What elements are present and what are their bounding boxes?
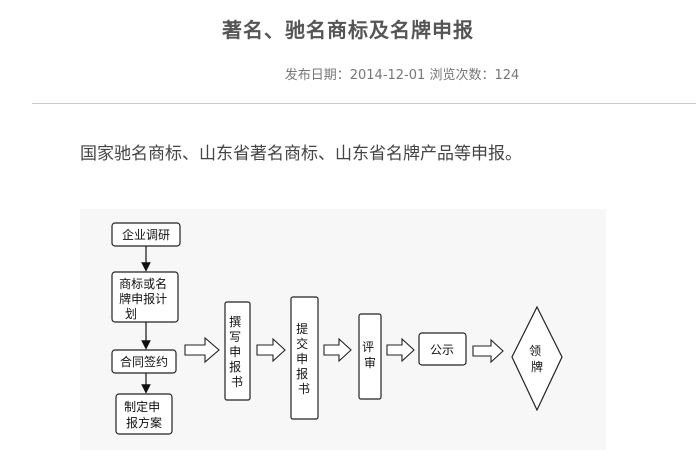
article-meta: 发布日期：2014-12-01 浏览次数：124 [0,64,696,83]
block-arrow-5 [472,338,504,364]
node-write-label: 撰 写 申 报 书 [229,315,245,389]
title-divider [32,103,696,104]
article-intro: 国家驰名商标、山东省著名商标、山东省名牌产品等申报。 [80,144,522,164]
page-title: 著名、驰名商标及名牌申报 [222,18,474,42]
block-arrow-2 [256,337,286,363]
node-survey-label: 企业调研 [122,227,170,242]
node-award-label: 领 牌 [529,344,545,374]
node-review-box [358,313,382,400]
node-publicize-label: 公示 [430,343,454,357]
block-arrows [184,336,504,364]
node-review-label: 评 审 [362,340,378,370]
node-submit-box [290,296,319,420]
node-plan-box [111,271,179,323]
node-contract-label: 合同签约 [120,354,168,369]
node-contract-box [111,349,177,374]
views-count: 124 [494,68,520,83]
block-arrow-3 [323,337,352,363]
node-plan-label: 商标或名 牌申报计 划 [119,276,171,321]
block-arrow-4 [386,337,415,363]
flowchart-svg: 企业调研 商标或名 牌申报计 划 合同签约 制定申 报方案 撰 写 申 报 书 … [111,222,563,435]
node-write-box [224,301,251,401]
node-submit-label: 提 交 申 报 书 [296,321,312,396]
node-scheme-label: 制定申 报方案 [124,399,164,430]
node-award-diamond [511,305,563,412]
node-scheme-box [115,393,173,435]
node-publicize-box [418,332,467,366]
views-label: 浏览次数： [429,68,495,83]
publish-date-label: 发布日期： [284,68,350,83]
block-arrow-1 [184,336,220,364]
publish-date: 2014-12-01 [349,68,426,83]
process-flowchart: 企业调研 商标或名 牌申报计 划 合同签约 制定申 报方案 撰 写 申 报 书 … [80,209,606,450]
